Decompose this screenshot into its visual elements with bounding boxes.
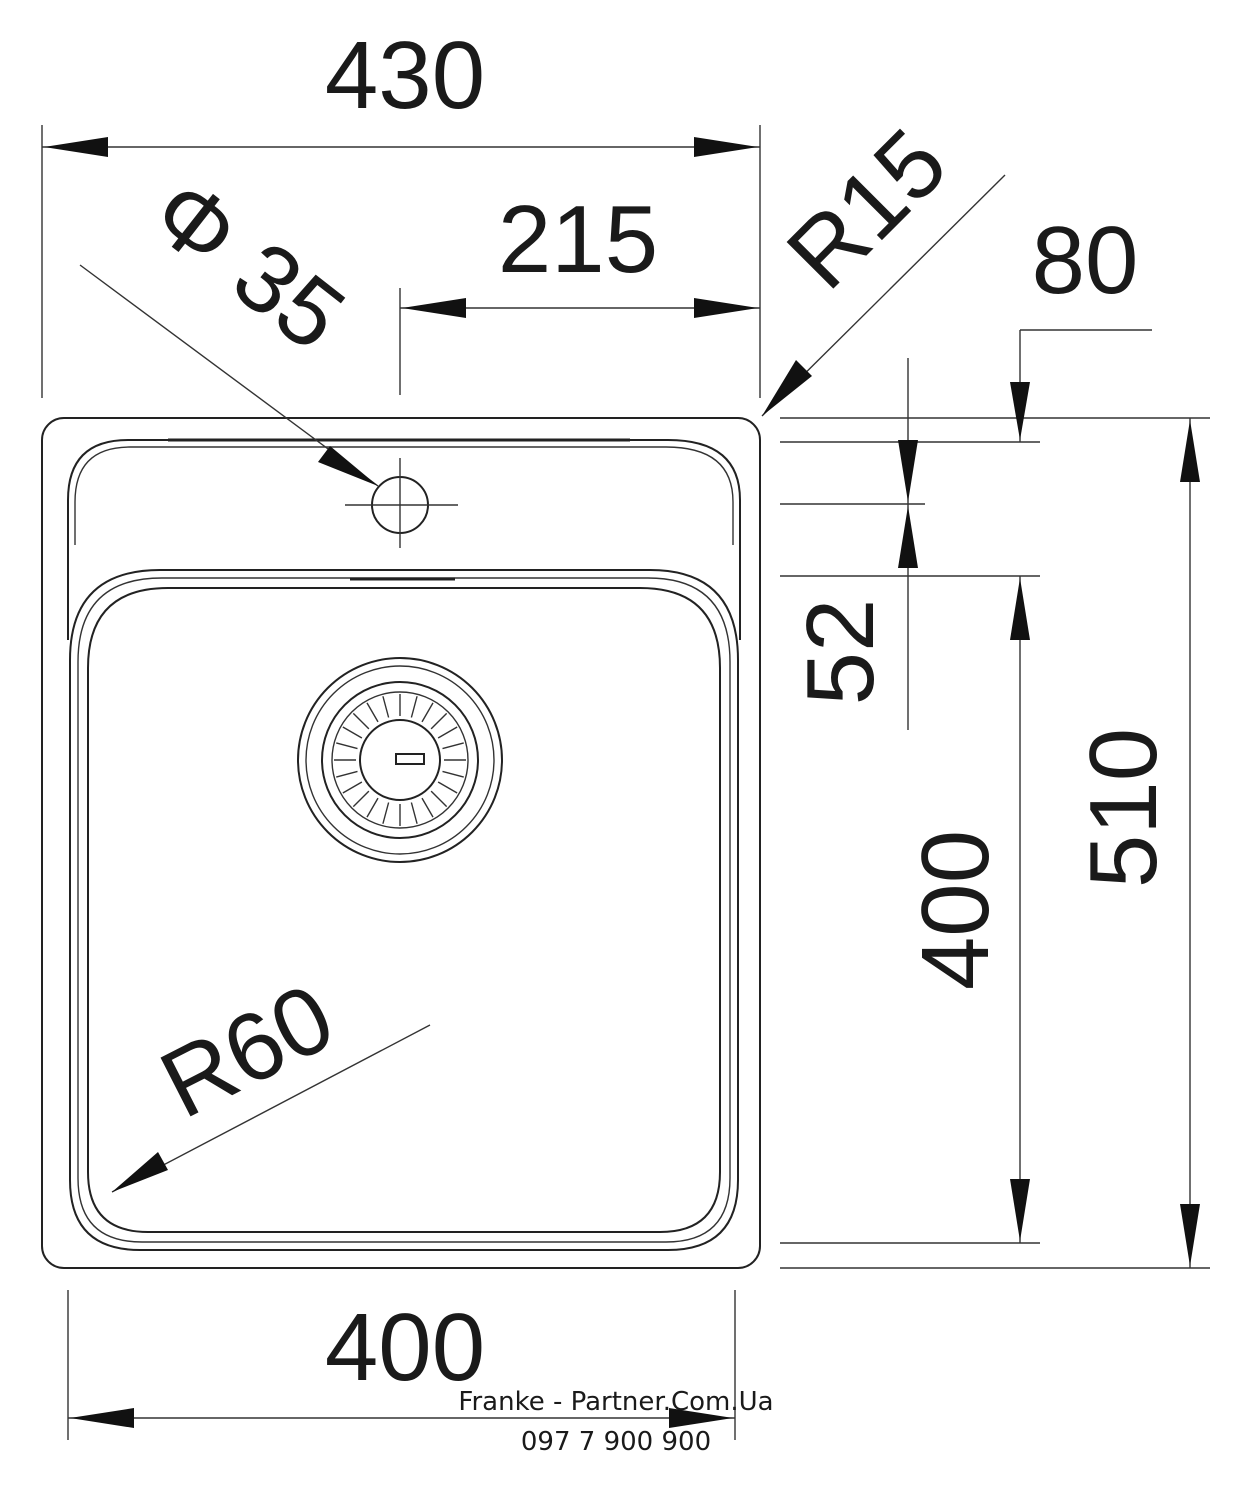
- label-tap-hole: Φ 35: [132, 158, 363, 372]
- strainer-slot: [437, 781, 458, 794]
- strainer-slot: [430, 790, 448, 808]
- strainer-slot: [366, 702, 379, 723]
- strainer-slot: [366, 797, 379, 818]
- tap-hole: [345, 458, 458, 548]
- strainer-slot: [442, 770, 464, 778]
- strainer-slot: [421, 702, 434, 723]
- dimension-r60-leader: [111, 1024, 431, 1193]
- label-bowl-width: 400: [325, 1294, 485, 1401]
- watermark-phone: 097 7 900 900: [521, 1427, 711, 1457]
- strainer-slot: [410, 802, 418, 824]
- strainer-slot: [410, 696, 418, 718]
- sink-outline: [41, 417, 761, 1269]
- dimension-215: [399, 288, 760, 395]
- dimension-430: [41, 125, 761, 398]
- dimension-tap-hole-leader: [79, 264, 379, 487]
- strainer-slot: [382, 802, 390, 824]
- strainer-slot: [336, 742, 358, 750]
- strainer-slot: [342, 781, 363, 794]
- strainer-slot: [336, 770, 358, 778]
- strainer-slot: [352, 790, 370, 808]
- label-bowl-radius: R60: [144, 963, 349, 1138]
- dimension-r15-leader: [761, 174, 1006, 417]
- label-bowl-length: 400: [902, 830, 1009, 990]
- strainer-slot: [342, 726, 363, 739]
- label-overall-length: 510: [1070, 728, 1177, 888]
- watermark-site: Franke - Partner.Com.Ua: [458, 1387, 773, 1417]
- label-tap-offset: 80: [1032, 207, 1139, 314]
- strainer-slot: [442, 742, 464, 750]
- strainer-slot: [382, 696, 390, 718]
- label-half-width: 215: [498, 186, 658, 293]
- label-corner-radius-outer: R15: [767, 109, 967, 309]
- label-overall-width: 430: [325, 22, 485, 129]
- strainer-slot: [430, 712, 448, 730]
- bowl-outline: [69, 569, 739, 1251]
- strainer-slot: [421, 797, 434, 818]
- dimension-400-bottom: [67, 1290, 736, 1440]
- label-drain-offset: 52: [787, 599, 894, 706]
- drain-strainer: [297, 657, 503, 863]
- dimension-right-stack: [780, 329, 1210, 1269]
- strainer-slot: [437, 726, 458, 739]
- strainer-slot: [352, 712, 370, 730]
